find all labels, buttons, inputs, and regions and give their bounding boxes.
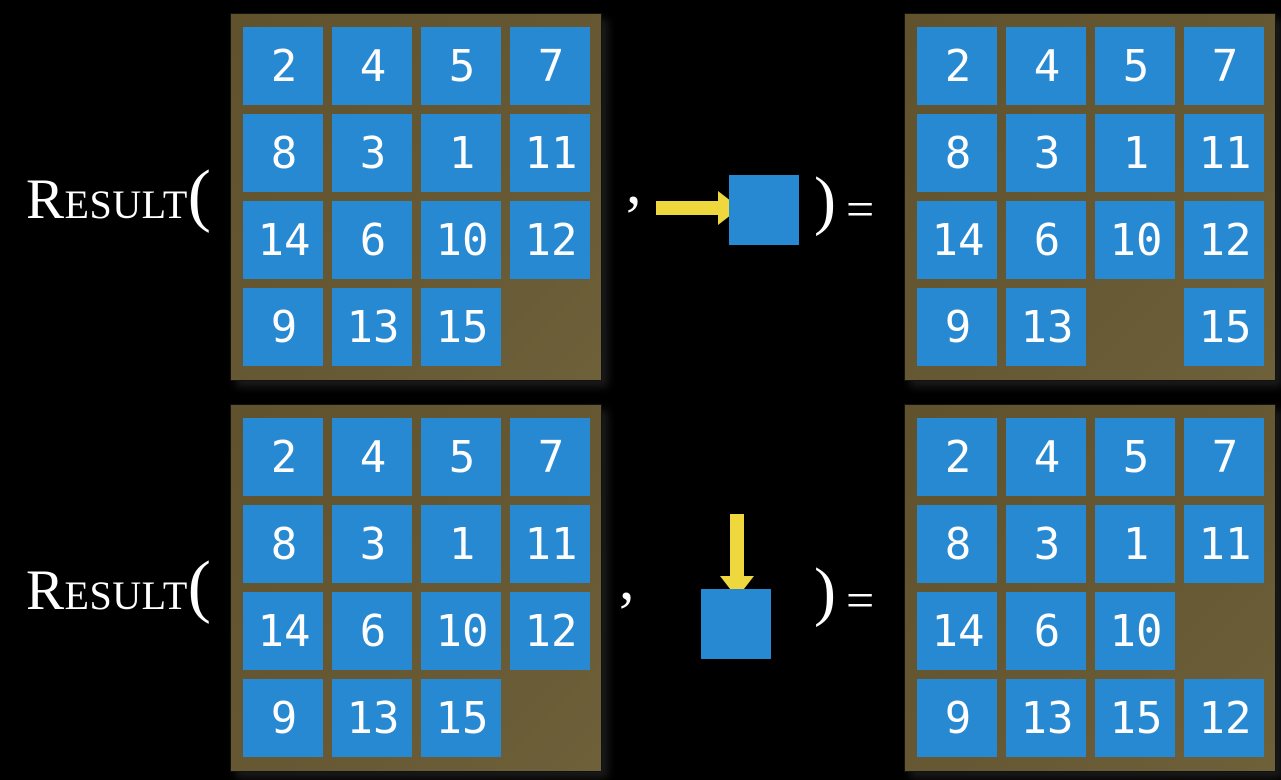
moved-tile-square	[701, 589, 771, 659]
puzzle-tile: 14	[917, 201, 997, 279]
puzzle-tile: 2	[917, 27, 997, 105]
empty-cell	[1095, 288, 1175, 366]
puzzle-tile: 5	[1095, 27, 1175, 105]
empty-cell	[1184, 592, 1264, 670]
puzzle-tile: 15	[1184, 288, 1264, 366]
puzzle-tile: 12	[510, 592, 590, 670]
close-paren: )	[814, 555, 836, 628]
puzzle-tile: 3	[1006, 505, 1086, 583]
puzzle-tile: 7	[1184, 27, 1264, 105]
puzzle-tile: 4	[1006, 418, 1086, 496]
puzzle-tile: 7	[510, 418, 590, 496]
puzzle-tile: 9	[243, 288, 323, 366]
result-function-label: Result(	[26, 552, 211, 625]
comma-separator: ,	[626, 149, 642, 217]
arrow-down-icon	[720, 514, 754, 598]
puzzle-tile: 7	[510, 27, 590, 105]
puzzle-tile: 6	[332, 592, 412, 670]
puzzle-tile: 8	[917, 114, 997, 192]
puzzle-tile: 15	[1095, 679, 1175, 757]
puzzle-tile: 9	[917, 288, 997, 366]
puzzle-tile: 12	[1184, 679, 1264, 757]
puzzle-tile: 11	[1184, 505, 1264, 583]
equals-sign: =	[846, 572, 875, 628]
puzzle-tile: 15	[421, 679, 501, 757]
puzzle-tile: 11	[510, 505, 590, 583]
puzzle-tile: 13	[1006, 288, 1086, 366]
puzzle-tile: 13	[1006, 679, 1086, 757]
puzzle-tile: 4	[332, 418, 412, 496]
puzzle-tile: 14	[243, 592, 323, 670]
puzzle-tile: 1	[421, 505, 501, 583]
puzzle-tile: 1	[1095, 505, 1175, 583]
puzzle-tile: 2	[243, 27, 323, 105]
puzzle-tile: 13	[332, 679, 412, 757]
puzzle-tile: 8	[243, 114, 323, 192]
puzzle-tile: 11	[1184, 114, 1264, 192]
open-paren: (	[187, 548, 211, 625]
empty-cell	[510, 288, 590, 366]
puzzle-tile: 1	[421, 114, 501, 192]
puzzle-tile: 13	[332, 288, 412, 366]
puzzle-tile: 8	[243, 505, 323, 583]
puzzle-tile: 6	[1006, 201, 1086, 279]
puzzle-tile: 1	[1095, 114, 1175, 192]
function-name: Result	[26, 559, 188, 622]
puzzle-tile: 12	[510, 201, 590, 279]
open-paren: (	[187, 157, 211, 234]
puzzle-tile: 15	[421, 288, 501, 366]
function-name: Result	[26, 168, 188, 231]
puzzle-tile: 2	[917, 418, 997, 496]
puzzle-tile: 6	[1006, 592, 1086, 670]
puzzle-tile: 11	[510, 114, 590, 192]
puzzle-tile: 8	[917, 505, 997, 583]
puzzle-tile: 12	[1184, 201, 1264, 279]
comma-separator: ,	[619, 545, 635, 613]
result-function-label: Result(	[26, 161, 211, 234]
puzzle-tile: 10	[1095, 592, 1175, 670]
puzzle-tile: 5	[421, 27, 501, 105]
puzzle-tile: 4	[1006, 27, 1086, 105]
close-paren: )	[814, 164, 836, 237]
puzzle-tile: 14	[917, 592, 997, 670]
puzzle-tile: 9	[917, 679, 997, 757]
puzzle-tile: 5	[421, 418, 501, 496]
arrow-right-icon	[656, 191, 740, 225]
puzzle-tile: 10	[421, 592, 501, 670]
puzzle-tile: 3	[332, 114, 412, 192]
empty-cell	[510, 679, 590, 757]
puzzle-tile: 2	[243, 418, 323, 496]
puzzle-tile: 7	[1184, 418, 1264, 496]
puzzle-tile: 3	[1006, 114, 1086, 192]
equals-sign: =	[846, 181, 875, 237]
puzzle-tile: 3	[332, 505, 412, 583]
puzzle-tile: 5	[1095, 418, 1175, 496]
moved-tile-square	[729, 175, 799, 245]
puzzle-tile: 10	[421, 201, 501, 279]
puzzle-tile: 6	[332, 201, 412, 279]
puzzle-tile: 4	[332, 27, 412, 105]
puzzle-tile: 10	[1095, 201, 1175, 279]
puzzle-tile: 14	[243, 201, 323, 279]
puzzle-tile: 9	[243, 679, 323, 757]
